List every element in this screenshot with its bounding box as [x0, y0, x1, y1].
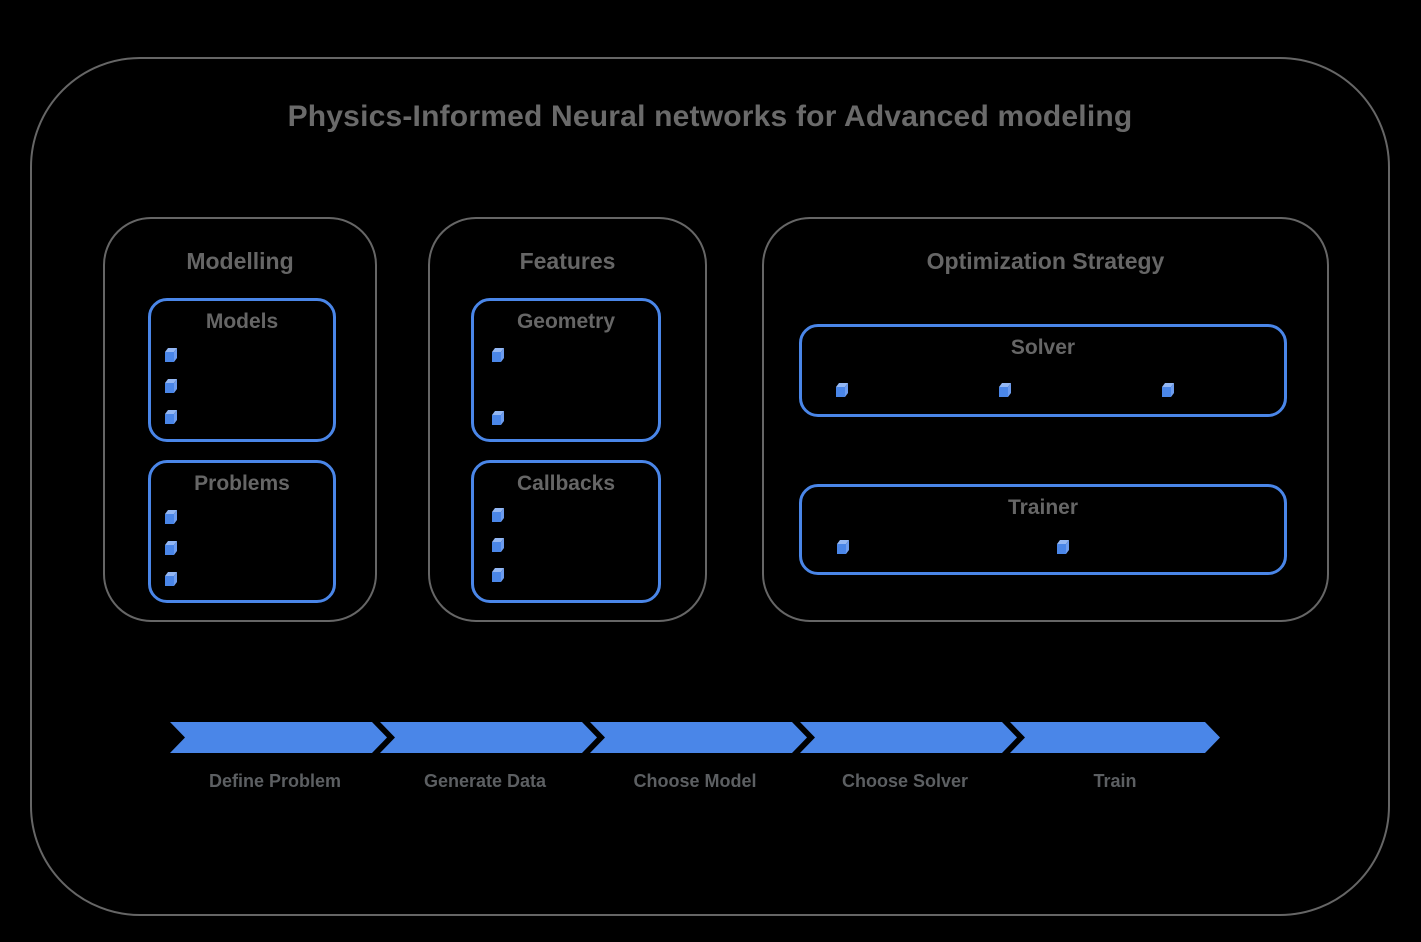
cube-icon	[835, 382, 849, 398]
cube-icon	[491, 537, 505, 553]
cube-icon	[164, 540, 178, 556]
cube-icon	[998, 382, 1012, 398]
flow-step-label: Define Problem	[208, 771, 342, 791]
chevron-segment	[380, 722, 597, 753]
cube-icon	[164, 347, 178, 363]
section-title: Features	[519, 248, 616, 274]
process-arrow-labels: Define Problem Generate Data Choose Model C…	[170, 771, 1220, 799]
box-title: Geometry	[516, 310, 616, 333]
box-callbacks: Callbacks	[471, 460, 661, 603]
cube-list	[835, 382, 1175, 398]
cube-icon	[491, 567, 505, 583]
process-arrow-svg	[170, 722, 1220, 753]
outer-frame	[30, 57, 1390, 916]
cube-list	[491, 347, 505, 426]
section-modelling: Modelling Models Problems	[103, 217, 377, 622]
cube-icon	[164, 378, 178, 394]
box-trainer: Trainer	[799, 484, 1287, 575]
section-title: Optimization Strategy	[926, 248, 1165, 274]
box-title: Callbacks	[516, 472, 616, 495]
cube-icon	[491, 410, 505, 426]
cube-list	[491, 507, 505, 583]
cube-icon	[491, 347, 505, 363]
cube-list	[164, 347, 178, 425]
box-geometry: Geometry	[471, 298, 661, 442]
chevron-segment	[1010, 722, 1220, 753]
box-solver: Solver	[799, 324, 1287, 417]
cube-icon	[164, 571, 178, 587]
flow-step-label: Choose Solver	[841, 771, 969, 791]
box-problems: Problems	[148, 460, 336, 603]
box-title: Models	[205, 310, 279, 333]
flow-step-label: Choose Model	[633, 771, 757, 791]
cube-list	[164, 509, 178, 587]
section-optimization-strategy: Optimization Strategy Solver Trainer	[762, 217, 1329, 622]
cube-list	[836, 539, 1070, 555]
cube-icon	[836, 539, 850, 555]
box-title: Solver	[1010, 336, 1076, 359]
process-arrow	[170, 722, 1220, 753]
cube-icon	[1056, 539, 1070, 555]
box-title: Problems	[194, 472, 290, 495]
chevron-segment	[800, 722, 1017, 753]
flow-step-label: Generate Data	[423, 771, 547, 791]
diagram-title: Physics-Informed Neural networks for Adv…	[287, 100, 1133, 133]
chevron-segment	[170, 722, 387, 753]
section-title: Modelling	[186, 248, 294, 274]
section-features: Features Geometry Callbacks	[428, 217, 707, 622]
cube-icon	[491, 507, 505, 523]
cube-icon	[164, 509, 178, 525]
box-title: Trainer	[1007, 496, 1079, 519]
chevron-segment	[590, 722, 807, 753]
box-models: Models	[148, 298, 336, 442]
cube-icon	[164, 409, 178, 425]
flow-step-label: Train	[1093, 771, 1137, 791]
cube-icon	[1161, 382, 1175, 398]
